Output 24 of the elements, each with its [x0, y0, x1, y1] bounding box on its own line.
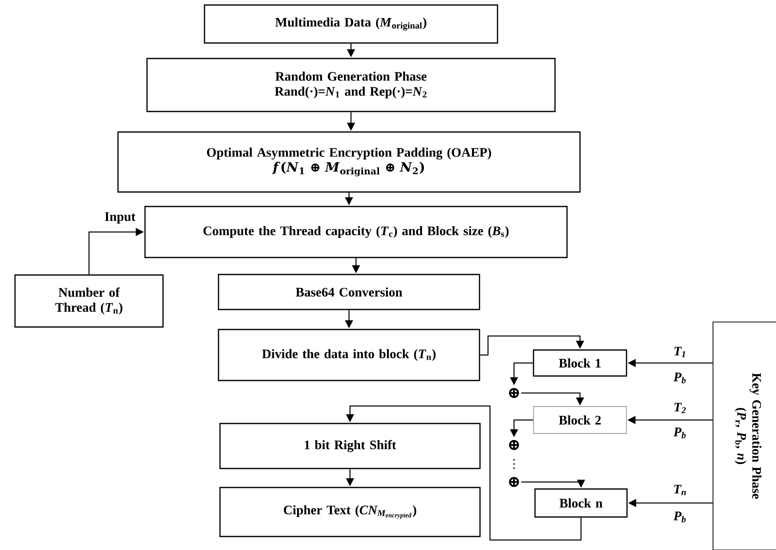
edge-label: T$_{2}$: [672, 402, 688, 414]
key-label: P$_{b}$: [674, 372, 686, 384]
process-box: Random Generation Phase Rand(·)=N$_{1}$ and Rep(·)=N$_{2}$: [146, 58, 556, 112]
edge-label: T$_{1}$: [672, 346, 688, 358]
process-box: Optimal Asymmetric Encryption Padding (OAEP) f(N$_{1}$ ⊕ M$_{original}$ ⊕ N$_{2}$): [117, 131, 581, 193]
key-label: P$_{b}$: [674, 428, 686, 438]
xor-symbol: ⊕: [509, 388, 520, 398]
xor-symbol: ⊕: [509, 477, 520, 488]
process-box: Block n: [534, 488, 628, 518]
process-box: Divide the data into block (T$_{n}$): [218, 328, 480, 382]
process-box: Block 1: [532, 349, 628, 377]
process-box: Compute the Thread capacity (T$_{c}$) and Block size (B$_{s}$): [144, 206, 568, 258]
edge-label: Input: [103, 211, 137, 225]
edge-label: T$_{n}$: [672, 484, 688, 496]
process-box: Multimedia Data (M$_{original}$): [204, 4, 498, 44]
process-box: Number of Thread (T$_{n}$): [14, 274, 164, 328]
process-box: $\text{Cipher Text (}\textit{CN}_{\textit{M}_{\textit{encrypted}}}\text{)}$: [219, 486, 481, 538]
process-box: 1 bit Right Shift: [219, 422, 481, 470]
xor-symbol: ⊕: [509, 440, 520, 450]
process-box: Block 2: [533, 406, 627, 434]
arrow: [480, 336, 584, 356]
process-box: Base64 Conversion: [218, 274, 480, 310]
ellipsis-mark: ⋮: [513, 459, 515, 469]
key-label: P$_{b}$: [674, 512, 686, 522]
